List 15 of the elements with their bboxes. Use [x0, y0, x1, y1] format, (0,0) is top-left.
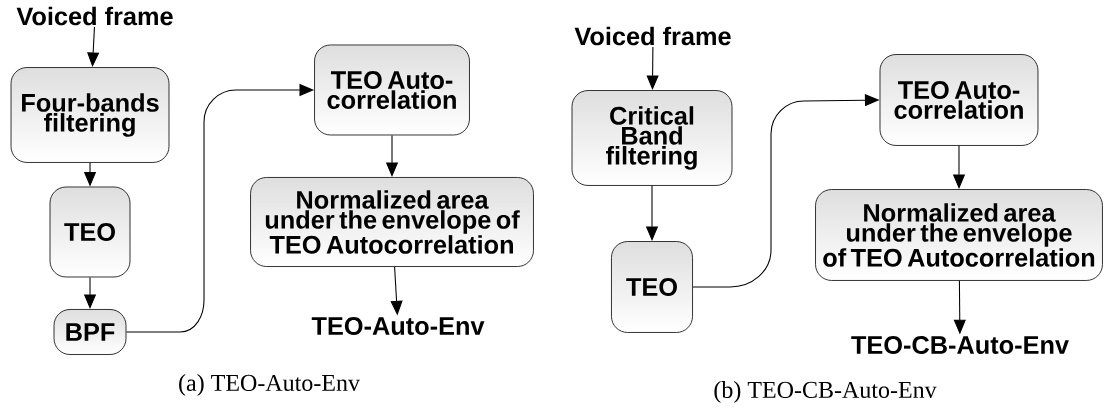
process-box: TEO [611, 241, 693, 333]
process-box: TEO Auto-correlation [314, 44, 470, 136]
input-label: Voiced frame [16, 6, 173, 26]
process-box: BPF [53, 309, 127, 355]
process-box: TEO [49, 186, 131, 278]
process-box: Critical Band filtering [571, 90, 733, 186]
process-box: Four-bands filtering [10, 67, 170, 163]
output-label: TEO-CB-Auto-Env [851, 336, 1069, 354]
output-label: TEO-Auto-Env [311, 317, 485, 335]
process-box: Normalized area under the envelope of TEO Autocorrelation [815, 189, 1103, 281]
input-label: Voiced frame [574, 26, 731, 46]
subfigure-caption: (a) TEO-Auto-Env [179, 374, 360, 396]
subfigure-caption: (b) TEO-CB-Auto-Env [714, 381, 937, 403]
process-box: Normalized area under the envelope of TEO Autocorrelation [250, 177, 534, 267]
process-box: TEO Auto-correlation [879, 54, 1039, 146]
